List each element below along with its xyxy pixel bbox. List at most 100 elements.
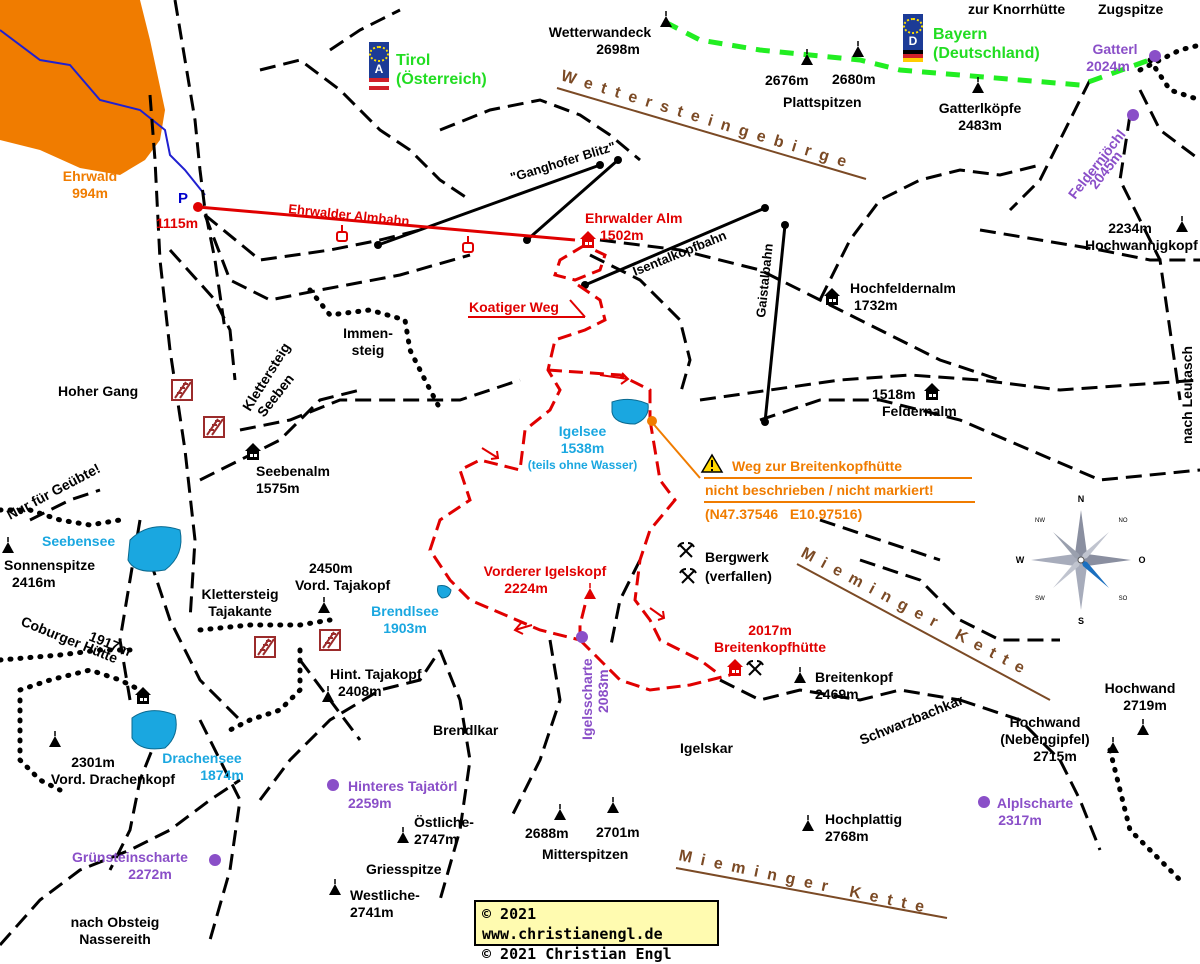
igelsscharte-alt: 2083m	[595, 669, 611, 713]
peak-icon-mitterspitze-west	[553, 803, 567, 821]
mieminger-kette-east-underline	[796, 563, 1051, 701]
parking-symbol: P	[178, 190, 189, 207]
bayern-label: Bayern(Deutschland)	[933, 26, 1040, 62]
copyright-box: © 2021 www.christianengl.de © 2021 Chris…	[474, 900, 719, 963]
dotted-trails	[0, 42, 1200, 883]
route-start-point	[647, 416, 657, 426]
wettersteingebirge-underline	[556, 87, 867, 180]
austria-flag: A	[369, 42, 389, 90]
peak-icon-breitenkopf	[793, 666, 807, 684]
parking-alt: 1115m	[156, 215, 199, 231]
peak-icon-plattspitze-east	[851, 40, 865, 58]
compass-o: O	[1138, 555, 1145, 565]
tirol-label: Tirol(Österreich)	[396, 52, 487, 88]
peak-icon-vord-tajakopf	[317, 596, 331, 614]
cable-lifts	[377, 158, 787, 423]
koatiger-weg-label: Koatiger Weg	[469, 299, 559, 315]
igelskar-label: Igelskar	[680, 740, 733, 756]
oestliche-griesspitze-label: Östliche-2747m	[414, 814, 474, 847]
copyright-line-1: © 2021 www.christianengl.de	[482, 905, 663, 943]
peak-icon-sonnenspitze	[1, 536, 15, 554]
ladder-icon-tajakante-east	[319, 629, 341, 651]
peak-icon-oestliche-griesspitze	[396, 826, 410, 844]
seebensee-lake	[127, 526, 182, 572]
mieminger-kette-south-underline	[675, 867, 948, 919]
hoher-gang-label: Hoher Gang	[58, 383, 139, 399]
ehrwalder-almbahn-label: Ehrwalder Almbahn	[288, 201, 411, 229]
zur-knorrhuette-label: zur Knorrhütte	[968, 1, 1066, 17]
peak-icon-gatterlkoepfe	[971, 76, 985, 94]
koatiger-weg-leader	[569, 299, 586, 318]
compass-no: NO	[1119, 518, 1128, 524]
national-border	[663, 19, 1156, 88]
compass-rose	[1031, 510, 1131, 610]
peak-icon-hochwand-nebengipfel	[1106, 736, 1120, 754]
parking-point	[193, 202, 203, 212]
igelsee-lake	[611, 398, 649, 425]
copyright-line-2: © 2021 Christian Engl	[482, 945, 672, 963]
ehrwalder-almbahn-line	[197, 205, 576, 242]
ladder-icon-hoher-gang	[171, 379, 193, 401]
plattspitzen-alt-2: 2680m	[832, 71, 876, 87]
igelsscharte-label: Igelsscharte	[579, 658, 595, 740]
stream	[0, 29, 206, 196]
ladder-icon-tajakante-west	[254, 636, 276, 658]
warning-line-2: nicht beschrieben / nicht markiert!	[705, 482, 934, 498]
plattspitzen-alt-1: 2676m	[765, 72, 809, 88]
gaistalbahn-label: Gaistalbahn	[753, 243, 776, 319]
brendlsee-lake	[437, 585, 452, 599]
westliche-griesspitze-label: Westliche-2741m	[350, 887, 420, 920]
peak-icon-mitterspitze-east	[606, 796, 620, 814]
nach-leutasch-label: nach Leutasch	[1179, 346, 1195, 444]
compass-w: W	[1016, 555, 1025, 565]
compass-sw: SW	[1035, 596, 1045, 602]
ehrwald-town-area	[0, 0, 165, 175]
compass-s: S	[1078, 616, 1084, 626]
plattspitzen-label: Plattspitzen	[783, 94, 862, 110]
peak-icon-westliche-griesspitze	[328, 878, 342, 896]
wettersteingebirge-label: Wettersteingebirge	[559, 68, 857, 174]
ladder-icon-klettersteig-seeben	[203, 416, 225, 438]
warning-icon	[700, 453, 724, 473]
hut-icon-breitenkopfhuette	[727, 659, 743, 676]
compass-nw: NW	[1035, 518, 1045, 524]
route-arrows	[481, 372, 666, 635]
mine-icon-breitenkopfhuette	[746, 660, 764, 676]
zugspitze-label: Zugspitze	[1098, 1, 1164, 17]
germany-flag: D	[903, 14, 923, 62]
peak-icon-vorderer-igelskopf	[584, 583, 596, 599]
mine-icon-bergwerk-1	[677, 542, 695, 558]
mieminger-kette-east-label: Mieminger Kette	[798, 545, 1035, 682]
hut-icon-seebenalm	[245, 443, 261, 460]
lift-stations	[374, 156, 789, 426]
immensteig-label: Immen-steig	[343, 325, 393, 358]
peak-icon-hochplattig	[801, 814, 815, 832]
peak-icon-hochwand	[1136, 718, 1150, 736]
mitterspitzen-alt-2: 2701m	[596, 824, 640, 840]
warning-leader	[649, 419, 701, 479]
